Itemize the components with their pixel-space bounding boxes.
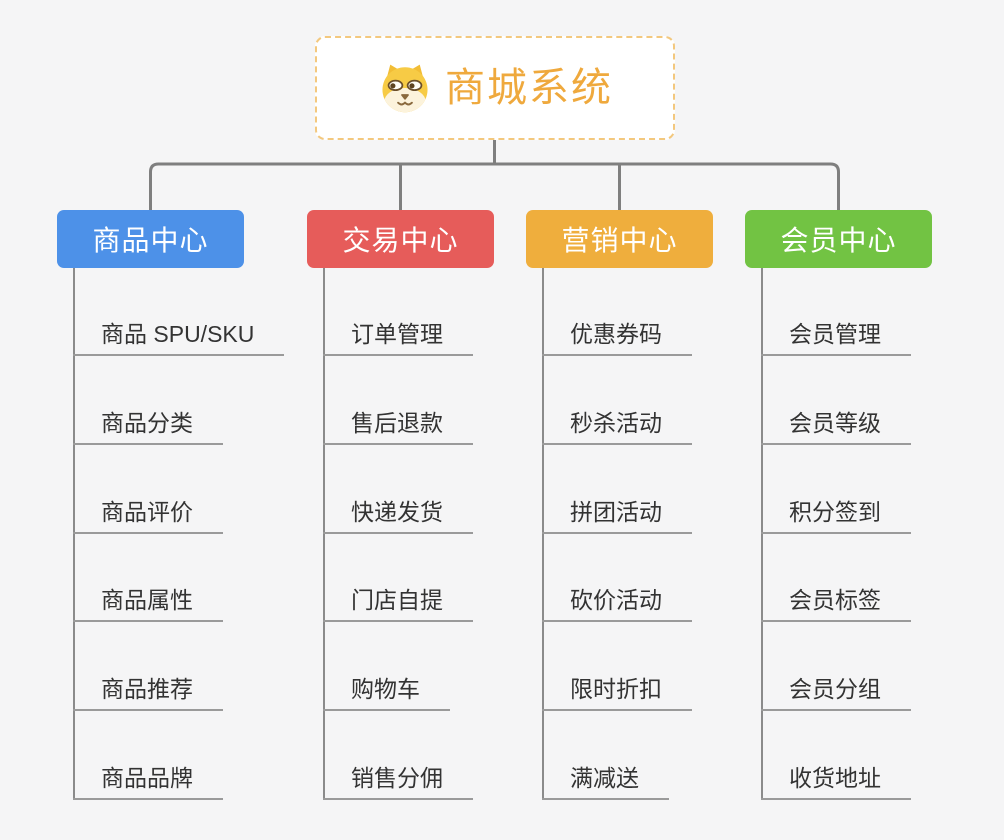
mindmap-leaf[interactable]: 收货地址 (761, 754, 911, 800)
branch-trunk-line (323, 268, 325, 800)
mindmap-leaf[interactable]: 商品品牌 (73, 754, 223, 800)
branch-trunk-line (73, 268, 75, 800)
mindmap-leaf[interactable]: 秒杀活动 (542, 399, 692, 445)
branch-trunk-line (761, 268, 763, 800)
mindmap-leaf[interactable]: 满减送 (542, 754, 669, 800)
mindmap-leaf[interactable]: 订单管理 (323, 310, 473, 356)
branch-header-1[interactable]: 交易中心 (307, 210, 494, 268)
mindmap-leaf[interactable]: 会员分组 (761, 665, 911, 711)
mindmap-leaf[interactable]: 限时折扣 (542, 665, 692, 711)
dog-icon (382, 64, 428, 113)
branch-header-2[interactable]: 营销中心 (526, 210, 713, 268)
root-node[interactable]: 商城系统 (315, 36, 675, 140)
branch-bracket-line (149, 162, 840, 210)
mindmap-leaf[interactable]: 优惠券码 (542, 310, 692, 356)
mindmap-leaf[interactable]: 会员等级 (761, 399, 911, 445)
branch-header-0[interactable]: 商品中心 (57, 210, 244, 268)
mindmap-leaf[interactable]: 商品属性 (73, 576, 223, 622)
branch-header-3[interactable]: 会员中心 (745, 210, 932, 268)
mindmap-leaf[interactable]: 快递发货 (323, 488, 473, 534)
mindmap-leaf[interactable]: 门店自提 (323, 576, 473, 622)
mindmap-leaf[interactable]: 商品 SPU/SKU (73, 310, 285, 356)
branch-trunk-line (542, 268, 544, 800)
mindmap-leaf[interactable]: 销售分佣 (323, 754, 473, 800)
mindmap-leaf[interactable]: 商品推荐 (73, 665, 223, 711)
mindmap-leaf[interactable]: 商品分类 (73, 399, 223, 445)
mindmap-leaf[interactable]: 拼团活动 (542, 488, 692, 534)
mindmap-leaf[interactable]: 积分签到 (761, 488, 911, 534)
mindmap-leaf[interactable]: 商品评价 (73, 488, 223, 534)
mindmap-leaf[interactable]: 会员标签 (761, 576, 911, 622)
mindmap-leaf[interactable]: 购物车 (323, 665, 450, 711)
mindmap-leaf[interactable]: 售后退款 (323, 399, 473, 445)
root-title: 商城系统 (445, 66, 613, 110)
mindmap-leaf[interactable]: 会员管理 (761, 310, 911, 356)
mindmap-leaf[interactable]: 砍价活动 (542, 576, 692, 622)
